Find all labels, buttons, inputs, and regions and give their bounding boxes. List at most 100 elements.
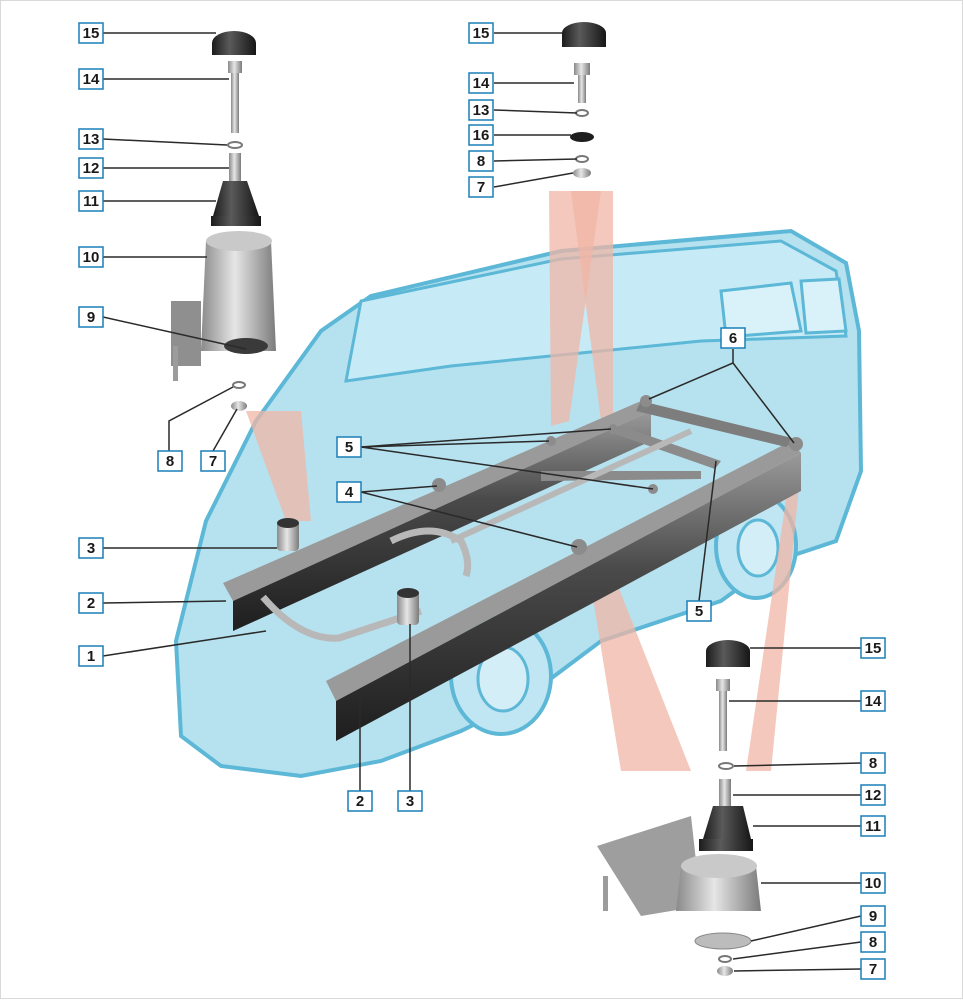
callout-box	[78, 157, 104, 179]
callout-label-15: 15	[468, 22, 494, 44]
callout-number: 14	[83, 71, 100, 88]
callout-label-2: 2	[347, 790, 373, 812]
callout-number: 15	[865, 640, 882, 657]
callout-label-12: 12	[860, 784, 886, 806]
callout-number: 5	[345, 439, 353, 456]
leader-line	[493, 172, 574, 188]
callout-box	[78, 537, 104, 559]
callout-label-11: 11	[78, 190, 104, 212]
callout-box	[347, 790, 373, 812]
callout-box	[860, 690, 886, 712]
callout-number: 11	[83, 193, 99, 210]
leader-line	[698, 460, 717, 602]
callout-box	[157, 450, 183, 472]
callout-number: 12	[83, 160, 100, 177]
callout-box	[860, 752, 886, 774]
callout-box	[78, 128, 104, 150]
callout-number: 13	[473, 102, 490, 119]
leader-line	[102, 138, 228, 146]
leader-lines	[102, 32, 862, 972]
callout-label-13: 13	[468, 99, 494, 121]
callout-box	[200, 450, 226, 472]
leader-line	[360, 440, 550, 448]
leader-line	[733, 968, 862, 972]
callout-label-14: 14	[860, 690, 886, 712]
callout-box	[78, 592, 104, 614]
callout-label-16: 16	[468, 124, 494, 146]
callout-number: 3	[87, 540, 95, 557]
callout-box	[78, 645, 104, 667]
callout-number: 15	[473, 25, 490, 42]
callout-box	[78, 306, 104, 328]
callout-label-8: 8	[468, 150, 494, 172]
callout-number: 10	[83, 249, 100, 266]
leader-line	[732, 941, 862, 960]
callout-number: 14	[865, 693, 882, 710]
callout-label-12: 12	[78, 157, 104, 179]
callout-label-10: 10	[78, 246, 104, 268]
callout-box	[468, 176, 494, 198]
callout-label-8: 8	[860, 752, 886, 774]
callout-number: 6	[729, 330, 737, 347]
callout-box	[468, 72, 494, 94]
leader-line	[360, 446, 654, 490]
callout-box	[78, 22, 104, 44]
callout-box	[860, 784, 886, 806]
callout-number: 9	[87, 309, 95, 326]
callout-box	[860, 905, 886, 927]
callout-number: 9	[869, 908, 877, 925]
callout-label-13: 13	[78, 128, 104, 150]
callout-label-2: 2	[78, 592, 104, 614]
callout-box	[860, 815, 886, 837]
callout-box	[468, 99, 494, 121]
callout-label-8: 8	[860, 931, 886, 953]
frame-mount-front-left	[277, 518, 299, 551]
callout-number: 3	[406, 793, 414, 810]
subframe	[223, 395, 803, 741]
callout-box	[78, 68, 104, 90]
callout-label-8: 8	[157, 450, 183, 472]
callout-number: 1	[87, 648, 95, 665]
leader-line	[360, 428, 612, 448]
callout-number: 15	[83, 25, 100, 42]
callout-label-9: 9	[78, 306, 104, 328]
callout-number: 8	[477, 153, 485, 170]
projection-beams	[246, 191, 801, 771]
leader-line	[493, 158, 578, 162]
callout-number: 10	[865, 875, 882, 892]
callout-box	[686, 600, 712, 622]
callout-number: 7	[477, 179, 485, 196]
callout-label-6: 6	[720, 327, 746, 349]
callout-label-1: 1	[78, 645, 104, 667]
callout-label-9: 9	[860, 905, 886, 927]
leader-line	[102, 316, 247, 350]
callout-number: 13	[83, 131, 100, 148]
callout-number: 12	[865, 787, 882, 804]
callout-number: 8	[166, 453, 174, 470]
callout-box	[397, 790, 423, 812]
callout-box	[468, 150, 494, 172]
callout-box	[78, 246, 104, 268]
callout-box	[336, 436, 362, 458]
callout-box	[78, 190, 104, 212]
callout-box	[336, 481, 362, 503]
callout-number: 16	[473, 127, 490, 144]
callout-label-14: 14	[78, 68, 104, 90]
leader-line	[212, 408, 238, 452]
leader-line	[102, 600, 227, 604]
callout-label-7: 7	[860, 958, 886, 980]
callout-box	[468, 124, 494, 146]
callout-label-3: 3	[397, 790, 423, 812]
callout-box	[860, 637, 886, 659]
leader-line	[168, 386, 234, 451]
callout-box	[860, 872, 886, 894]
leader-line	[102, 630, 267, 657]
callout-label-14: 14	[468, 72, 494, 94]
callout-label-15: 15	[78, 22, 104, 44]
callout-label-3: 3	[78, 537, 104, 559]
callout-box	[468, 22, 494, 44]
callout-label-15: 15	[860, 637, 886, 659]
callout-number: 2	[356, 793, 364, 810]
